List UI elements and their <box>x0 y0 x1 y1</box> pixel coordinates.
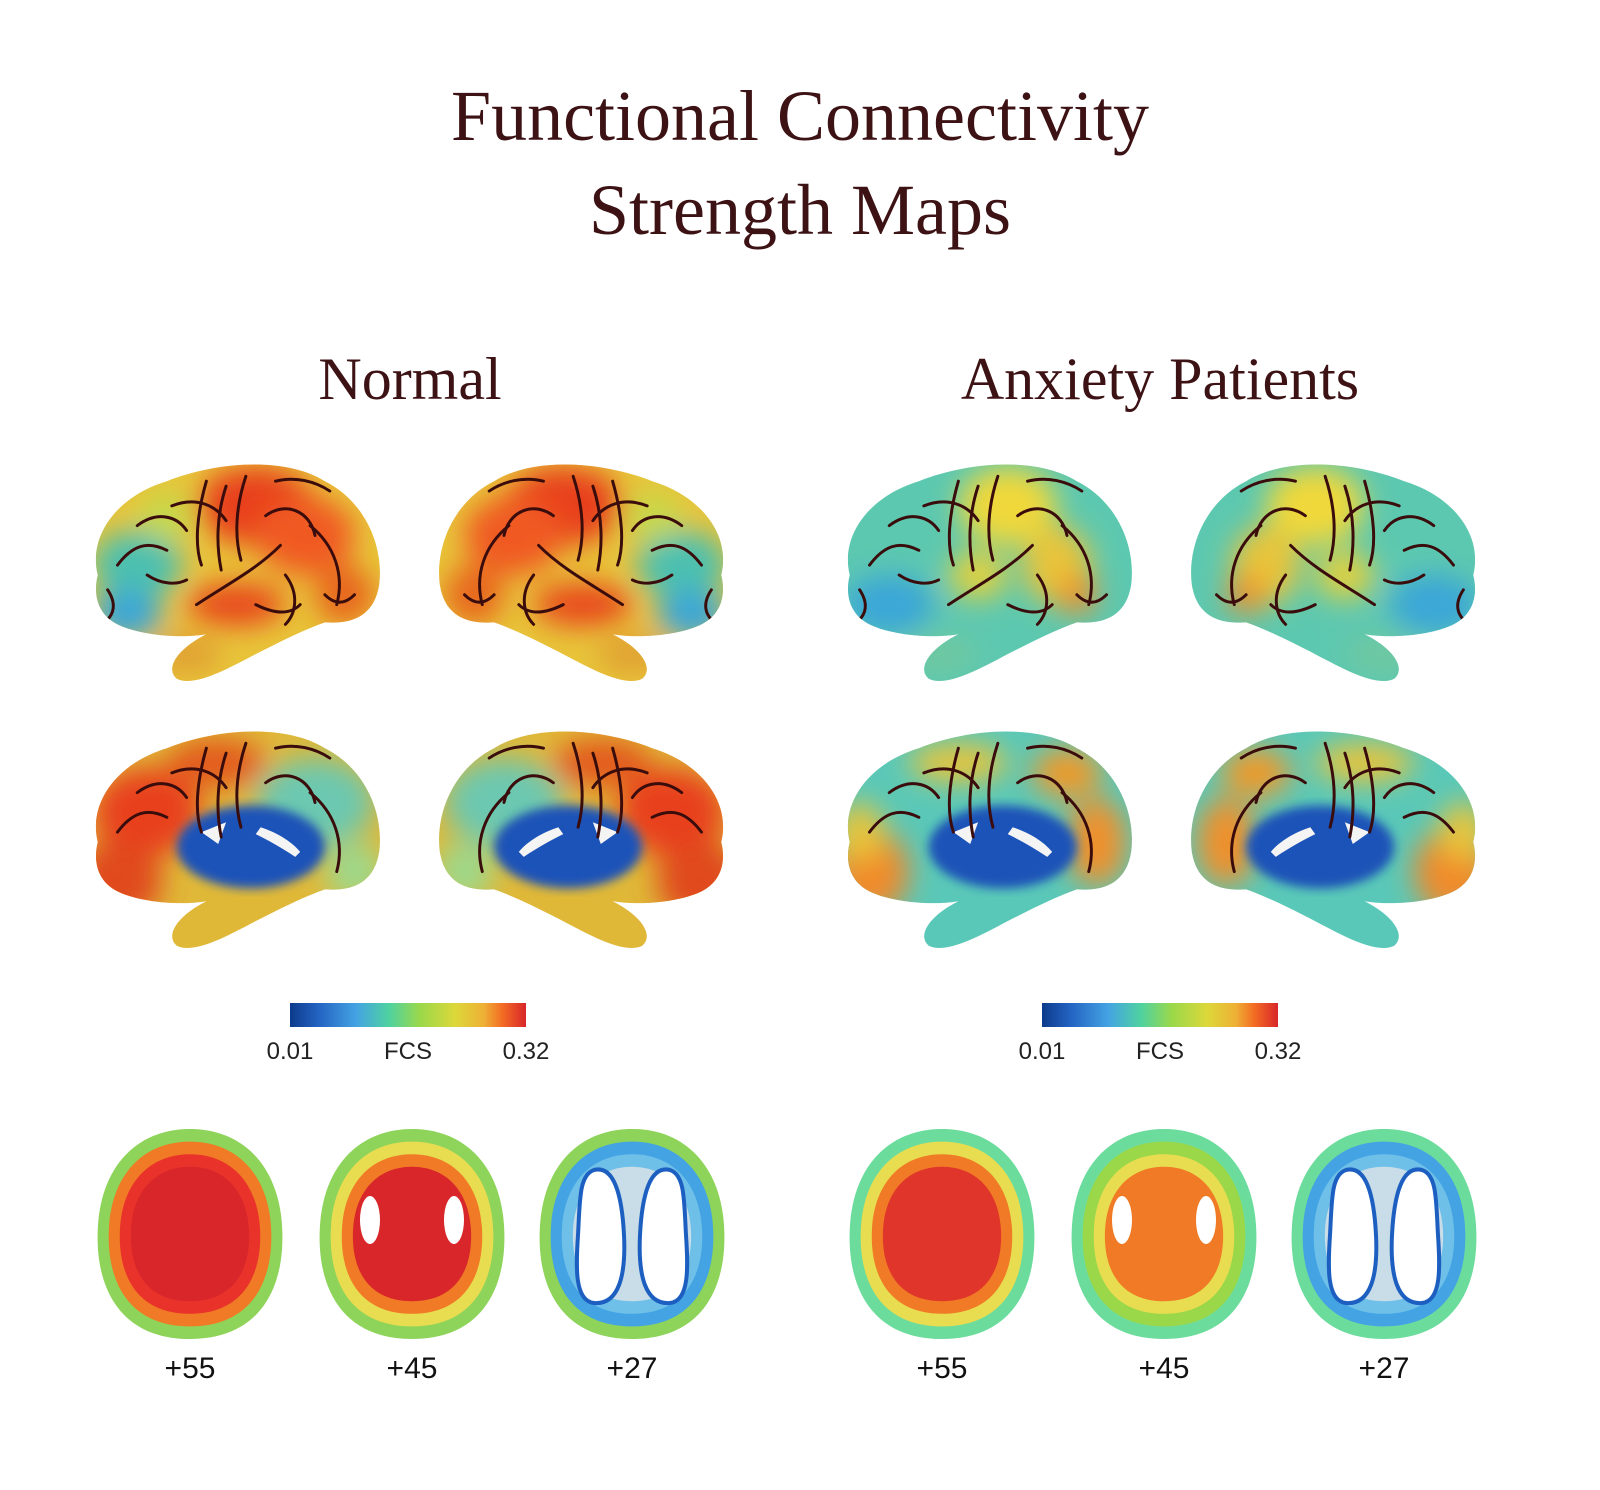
medial-brain-view-icon <box>1191 731 1476 948</box>
axial-slice-55-icon <box>97 1129 283 1339</box>
group-title-normal: Normal <box>318 346 502 412</box>
medial-brain-view-icon <box>439 731 724 948</box>
colorbar-title: FCS <box>384 1038 432 1065</box>
slice-label: +45 <box>1138 1352 1190 1385</box>
slice-label: +27 <box>1358 1352 1410 1385</box>
slice-label: +55 <box>164 1352 216 1385</box>
colorbar-min-label: 0.01 <box>1018 1038 1066 1065</box>
lateral-brain-view-icon <box>1191 464 1476 681</box>
lateral-brain-view-icon <box>847 464 1132 681</box>
axial-slice-27-icon <box>1291 1129 1477 1339</box>
axial-slice-55-icon <box>849 1129 1035 1339</box>
lateral-brain-view-icon <box>95 464 380 681</box>
axial-slice-27-icon <box>539 1129 725 1339</box>
slice-label: +55 <box>916 1352 968 1385</box>
lateral-brain-view-icon <box>439 464 724 681</box>
colorbar-max-label: 0.32 <box>1254 1038 1302 1065</box>
slice-label: +45 <box>386 1352 438 1385</box>
colorbar-title: FCS <box>1136 1038 1184 1065</box>
medial-brain-view-icon <box>95 731 380 948</box>
figure-title-line2: Strength Maps <box>589 170 1011 250</box>
axial-slice-45-icon <box>1071 1129 1257 1339</box>
colorbar-min-label: 0.01 <box>266 1038 314 1065</box>
axial-slice-45-icon <box>319 1129 505 1339</box>
slice-label: +27 <box>606 1352 658 1385</box>
figure-title-line1: Functional Connectivity <box>451 76 1149 156</box>
medial-brain-view-icon <box>847 731 1132 948</box>
colorbar-max-label: 0.32 <box>502 1038 550 1065</box>
colorbar-normal <box>290 1003 526 1027</box>
group-title-anxiety: Anxiety Patients <box>960 346 1360 412</box>
colorbar-anxiety <box>1042 1003 1278 1027</box>
